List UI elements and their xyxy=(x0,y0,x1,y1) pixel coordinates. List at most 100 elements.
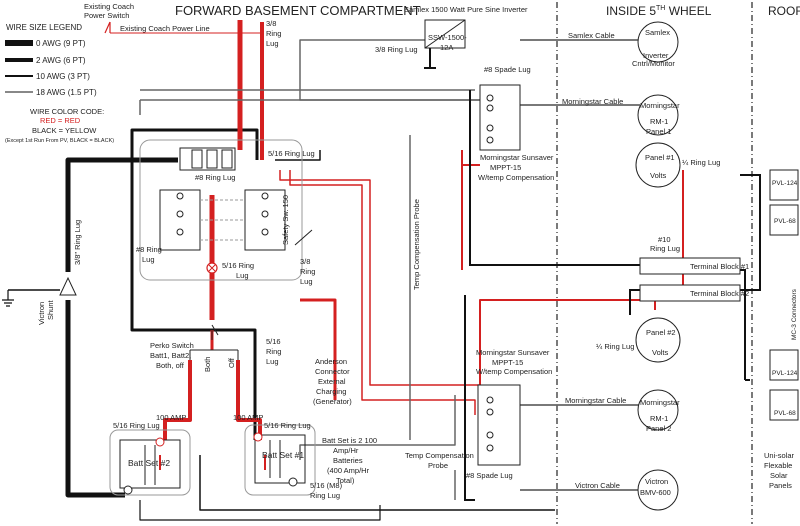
mppt-top xyxy=(479,84,521,151)
legend-item-1: 2 AWG (6 PT) xyxy=(36,56,86,65)
legend-item-2: 10 AWG (3 PT) xyxy=(36,72,90,81)
color-code-title: WIRE COLOR CODE: xyxy=(30,107,104,116)
svg-text:Panel 2: Panel 2 xyxy=(646,424,671,433)
svg-text:Volts: Volts xyxy=(650,171,667,180)
region-dividers xyxy=(556,2,753,524)
svg-text:RM-1: RM-1 xyxy=(650,414,668,423)
svg-text:Morningstar Sunsaver: Morningstar Sunsaver xyxy=(480,153,554,162)
svg-text:Lug: Lug xyxy=(236,271,249,280)
color-code-except: (Except 1st Run From PV, BLACK = BLACK) xyxy=(5,138,114,144)
svg-text:Both: Both xyxy=(203,357,212,372)
legend-item-0: 0 AWG (9 PT) xyxy=(36,39,86,48)
svg-text:(Generator): (Generator) xyxy=(313,397,352,406)
svg-text:Lug: Lug xyxy=(300,277,313,286)
gray-cables xyxy=(139,39,640,500)
victron-shunt xyxy=(59,276,77,296)
svg-text:#8 Spade Lug: #8 Spade Lug xyxy=(466,471,513,480)
svg-text:PVL-68: PVL-68 xyxy=(774,218,796,225)
svg-text:Perko Switch: Perko Switch xyxy=(150,341,194,350)
svg-text:Batteries: Batteries xyxy=(333,456,363,465)
svg-text:PVL-124: PVL-124 xyxy=(772,180,798,187)
svg-text:#8 Spade Lug: #8 Spade Lug xyxy=(484,65,531,74)
svg-text:Terminal Block #1: Terminal Block #1 xyxy=(690,262,749,271)
svg-text:Batt Set #2: Batt Set #2 xyxy=(128,458,170,468)
legend-title: WIRE SIZE LEGEND xyxy=(6,23,82,32)
svg-text:W/temp Compensation: W/temp Compensation xyxy=(478,173,554,182)
svg-text:MC-3 Connectors: MC-3 Connectors xyxy=(791,288,798,340)
svg-text:Panel #1: Panel #1 xyxy=(645,153,675,162)
svg-text:¼ Ring Lug: ¼ Ring Lug xyxy=(682,158,720,167)
svg-text:Charging: Charging xyxy=(316,387,346,396)
svg-text:Solar: Solar xyxy=(770,471,788,480)
black-cables xyxy=(2,128,555,521)
svg-text:¼ Ring Lug: ¼ Ring Lug xyxy=(596,342,634,351)
svg-text:#8 Ring Lug: #8 Ring Lug xyxy=(195,173,235,182)
svg-text:#10: #10 xyxy=(658,235,671,244)
svg-text:RM-1: RM-1 xyxy=(650,117,668,126)
svg-text:Morningstar: Morningstar xyxy=(640,101,680,110)
svg-text:Total): Total) xyxy=(336,476,355,485)
svg-text:Morningstar Sunsaver: Morningstar Sunsaver xyxy=(476,348,550,357)
svg-text:5/16: 5/16 xyxy=(266,337,281,346)
solar-panels xyxy=(769,169,799,421)
mppt-bottom xyxy=(477,384,521,466)
heading-inside: INSIDE 5TH WHEEL xyxy=(606,4,712,18)
svg-text:Ring Lug: Ring Lug xyxy=(650,244,680,253)
svg-text:Panel #2: Panel #2 xyxy=(646,328,676,337)
svg-text:Temp Compensation: Temp Compensation xyxy=(405,451,474,460)
svg-text:5/16 Ring Lug: 5/16 Ring Lug xyxy=(264,421,311,430)
legend-item-3: 18 AWG (1.5 PT) xyxy=(36,88,97,97)
color-code-black: BLACK = YELLOW xyxy=(32,126,97,135)
svg-text:Ring: Ring xyxy=(300,267,315,276)
svg-text:SSW-1500-: SSW-1500- xyxy=(428,33,467,42)
svg-text:100 AMP: 100 AMP xyxy=(233,413,263,422)
svg-text:MPPT-15: MPPT-15 xyxy=(492,358,523,367)
svg-text:Batt Set #1: Batt Set #1 xyxy=(262,450,304,460)
svg-text:Cntrl/Monitor: Cntrl/Monitor xyxy=(632,59,675,68)
svg-text:External: External xyxy=(318,377,346,386)
svg-text:PVL-68: PVL-68 xyxy=(774,410,796,417)
svg-text:5/16 Ring Lug: 5/16 Ring Lug xyxy=(113,421,160,430)
svg-text:3/8: 3/8 xyxy=(266,19,276,28)
svg-text:Temp Compensation Probe: Temp Compensation Probe xyxy=(412,199,421,290)
meters xyxy=(635,21,681,511)
samlex-inverter xyxy=(424,19,466,69)
battery-set-1 xyxy=(244,424,316,496)
heading-forward: FORWARD BASEMENT COMPARTMENT xyxy=(175,3,421,18)
wire-size-legend: WIRE SIZE LEGEND 0 AWG (9 PT) 2 AWG (6 P… xyxy=(5,23,114,144)
svg-text:Safety Sw. 150: Safety Sw. 150 xyxy=(281,195,290,245)
svg-text:5/16 (M8): 5/16 (M8) xyxy=(310,481,343,490)
svg-text:Shunt: Shunt xyxy=(46,299,55,320)
svg-text:Ring: Ring xyxy=(266,347,281,356)
svg-text:Uni-solar: Uni-solar xyxy=(764,451,795,460)
battery-set-2 xyxy=(109,429,191,496)
terminal-blocks xyxy=(639,257,741,302)
svg-text:Morningstar: Morningstar xyxy=(640,398,680,407)
heading-roof: ROOF xyxy=(768,4,800,18)
color-code-red: RED = RED xyxy=(40,116,81,125)
svg-text:(400 Amp/Hr: (400 Amp/Hr xyxy=(327,466,370,475)
fuse-bus-box xyxy=(139,139,313,281)
svg-text:3/8" Ring Lug: 3/8" Ring Lug xyxy=(73,220,82,265)
svg-text:BMV-600: BMV-600 xyxy=(640,488,671,497)
svg-text:Lug: Lug xyxy=(266,39,279,48)
svg-text:Connector: Connector xyxy=(315,367,350,376)
svg-text:Power Switch: Power Switch xyxy=(84,11,129,20)
svg-text:PVL-124: PVL-124 xyxy=(772,370,798,377)
svg-text:Inverter: Inverter xyxy=(643,51,669,60)
svg-text:Ring Lug: Ring Lug xyxy=(310,491,340,500)
svg-text:3/8: 3/8 xyxy=(300,257,310,266)
svg-text:#8 Ring: #8 Ring xyxy=(136,245,162,254)
svg-text:12A: 12A xyxy=(440,43,453,52)
svg-text:Anderson: Anderson xyxy=(315,357,347,366)
svg-text:Volts: Volts xyxy=(652,348,669,357)
perko-switch xyxy=(189,324,239,360)
svg-text:MPPT-15: MPPT-15 xyxy=(490,163,521,172)
svg-text:Ring: Ring xyxy=(266,29,281,38)
svg-text:Victron Cable: Victron Cable xyxy=(575,481,620,490)
svg-text:Amp/Hr: Amp/Hr xyxy=(333,446,359,455)
svg-text:Samlex 1500 Watt Pure Sine Inv: Samlex 1500 Watt Pure Sine Inverter xyxy=(404,5,528,14)
svg-text:Existing Coach: Existing Coach xyxy=(84,2,134,11)
svg-text:Batt Set is 2 100: Batt Set is 2 100 xyxy=(322,436,377,445)
